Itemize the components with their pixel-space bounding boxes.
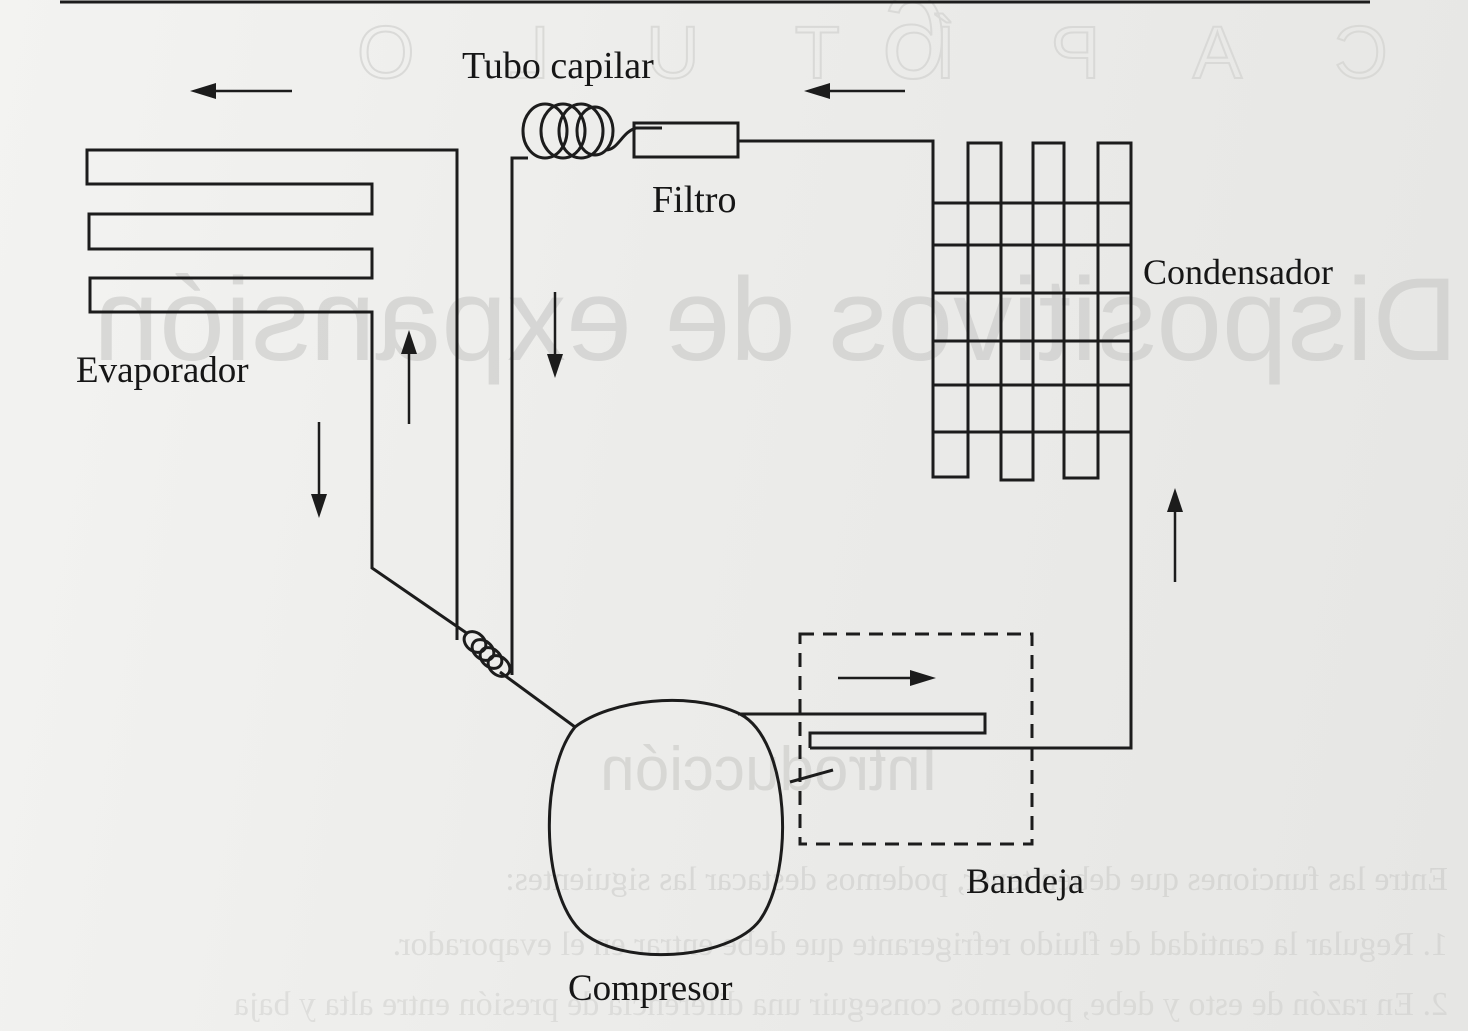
evaporator-coil: [85, 148, 469, 636]
label-evaporador: Evaporador: [76, 350, 249, 391]
bleed-line-2: 1. Regular la cantidad de fluido refrige…: [393, 926, 1448, 963]
flow-arrows: [190, 83, 1183, 686]
arrow-left-top-left-icon: [190, 83, 292, 99]
condenser: [810, 141, 1133, 750]
arrow-up-condenser-icon: [1167, 488, 1183, 582]
bleed-capitulo: C A P Í T U L O: [319, 11, 1388, 94]
arrow-down-evaporator-icon: [311, 422, 327, 518]
bleed-line-3: 2. En razón de esto y debe, podemos cons…: [234, 986, 1448, 1023]
bleed-title: Dispositivos de expansión: [94, 254, 1458, 386]
heat-exchanger-coil: [462, 630, 512, 678]
label-tubo-capilar: Tubo capilar: [462, 45, 654, 87]
label-condensador: Condensador: [1143, 252, 1333, 292]
filter-to-condenser-line: [738, 139, 935, 152]
bleed-through: C A P Í T U L O 6 Dispositivos de expans…: [94, 0, 1458, 1023]
arrow-down-liquid-line-icon: [547, 292, 563, 378]
suction-line: [499, 670, 576, 729]
bleed-section: Introducción: [600, 735, 938, 804]
label-compresor: Compresor: [568, 968, 732, 1009]
bleed-line-1: Entre las funciones que deben tener, pod…: [505, 861, 1448, 898]
bleed-chapter-number: 6: [881, 0, 948, 104]
liquid-downline: [510, 156, 528, 675]
arrow-left-top-right-icon: [804, 83, 905, 99]
arrow-right-tray-icon: [838, 670, 936, 686]
label-filtro: Filtro: [652, 179, 736, 221]
compressor: [547, 699, 785, 957]
tray-dashed-box: [798, 632, 1034, 846]
capillary-tube-coil: [521, 102, 662, 160]
arrow-up-evaporator-icon: [401, 330, 417, 424]
label-bandeja: Bandeja: [966, 861, 1084, 901]
compressor-discharge: [789, 768, 834, 784]
tray-coil: [738, 712, 987, 748]
